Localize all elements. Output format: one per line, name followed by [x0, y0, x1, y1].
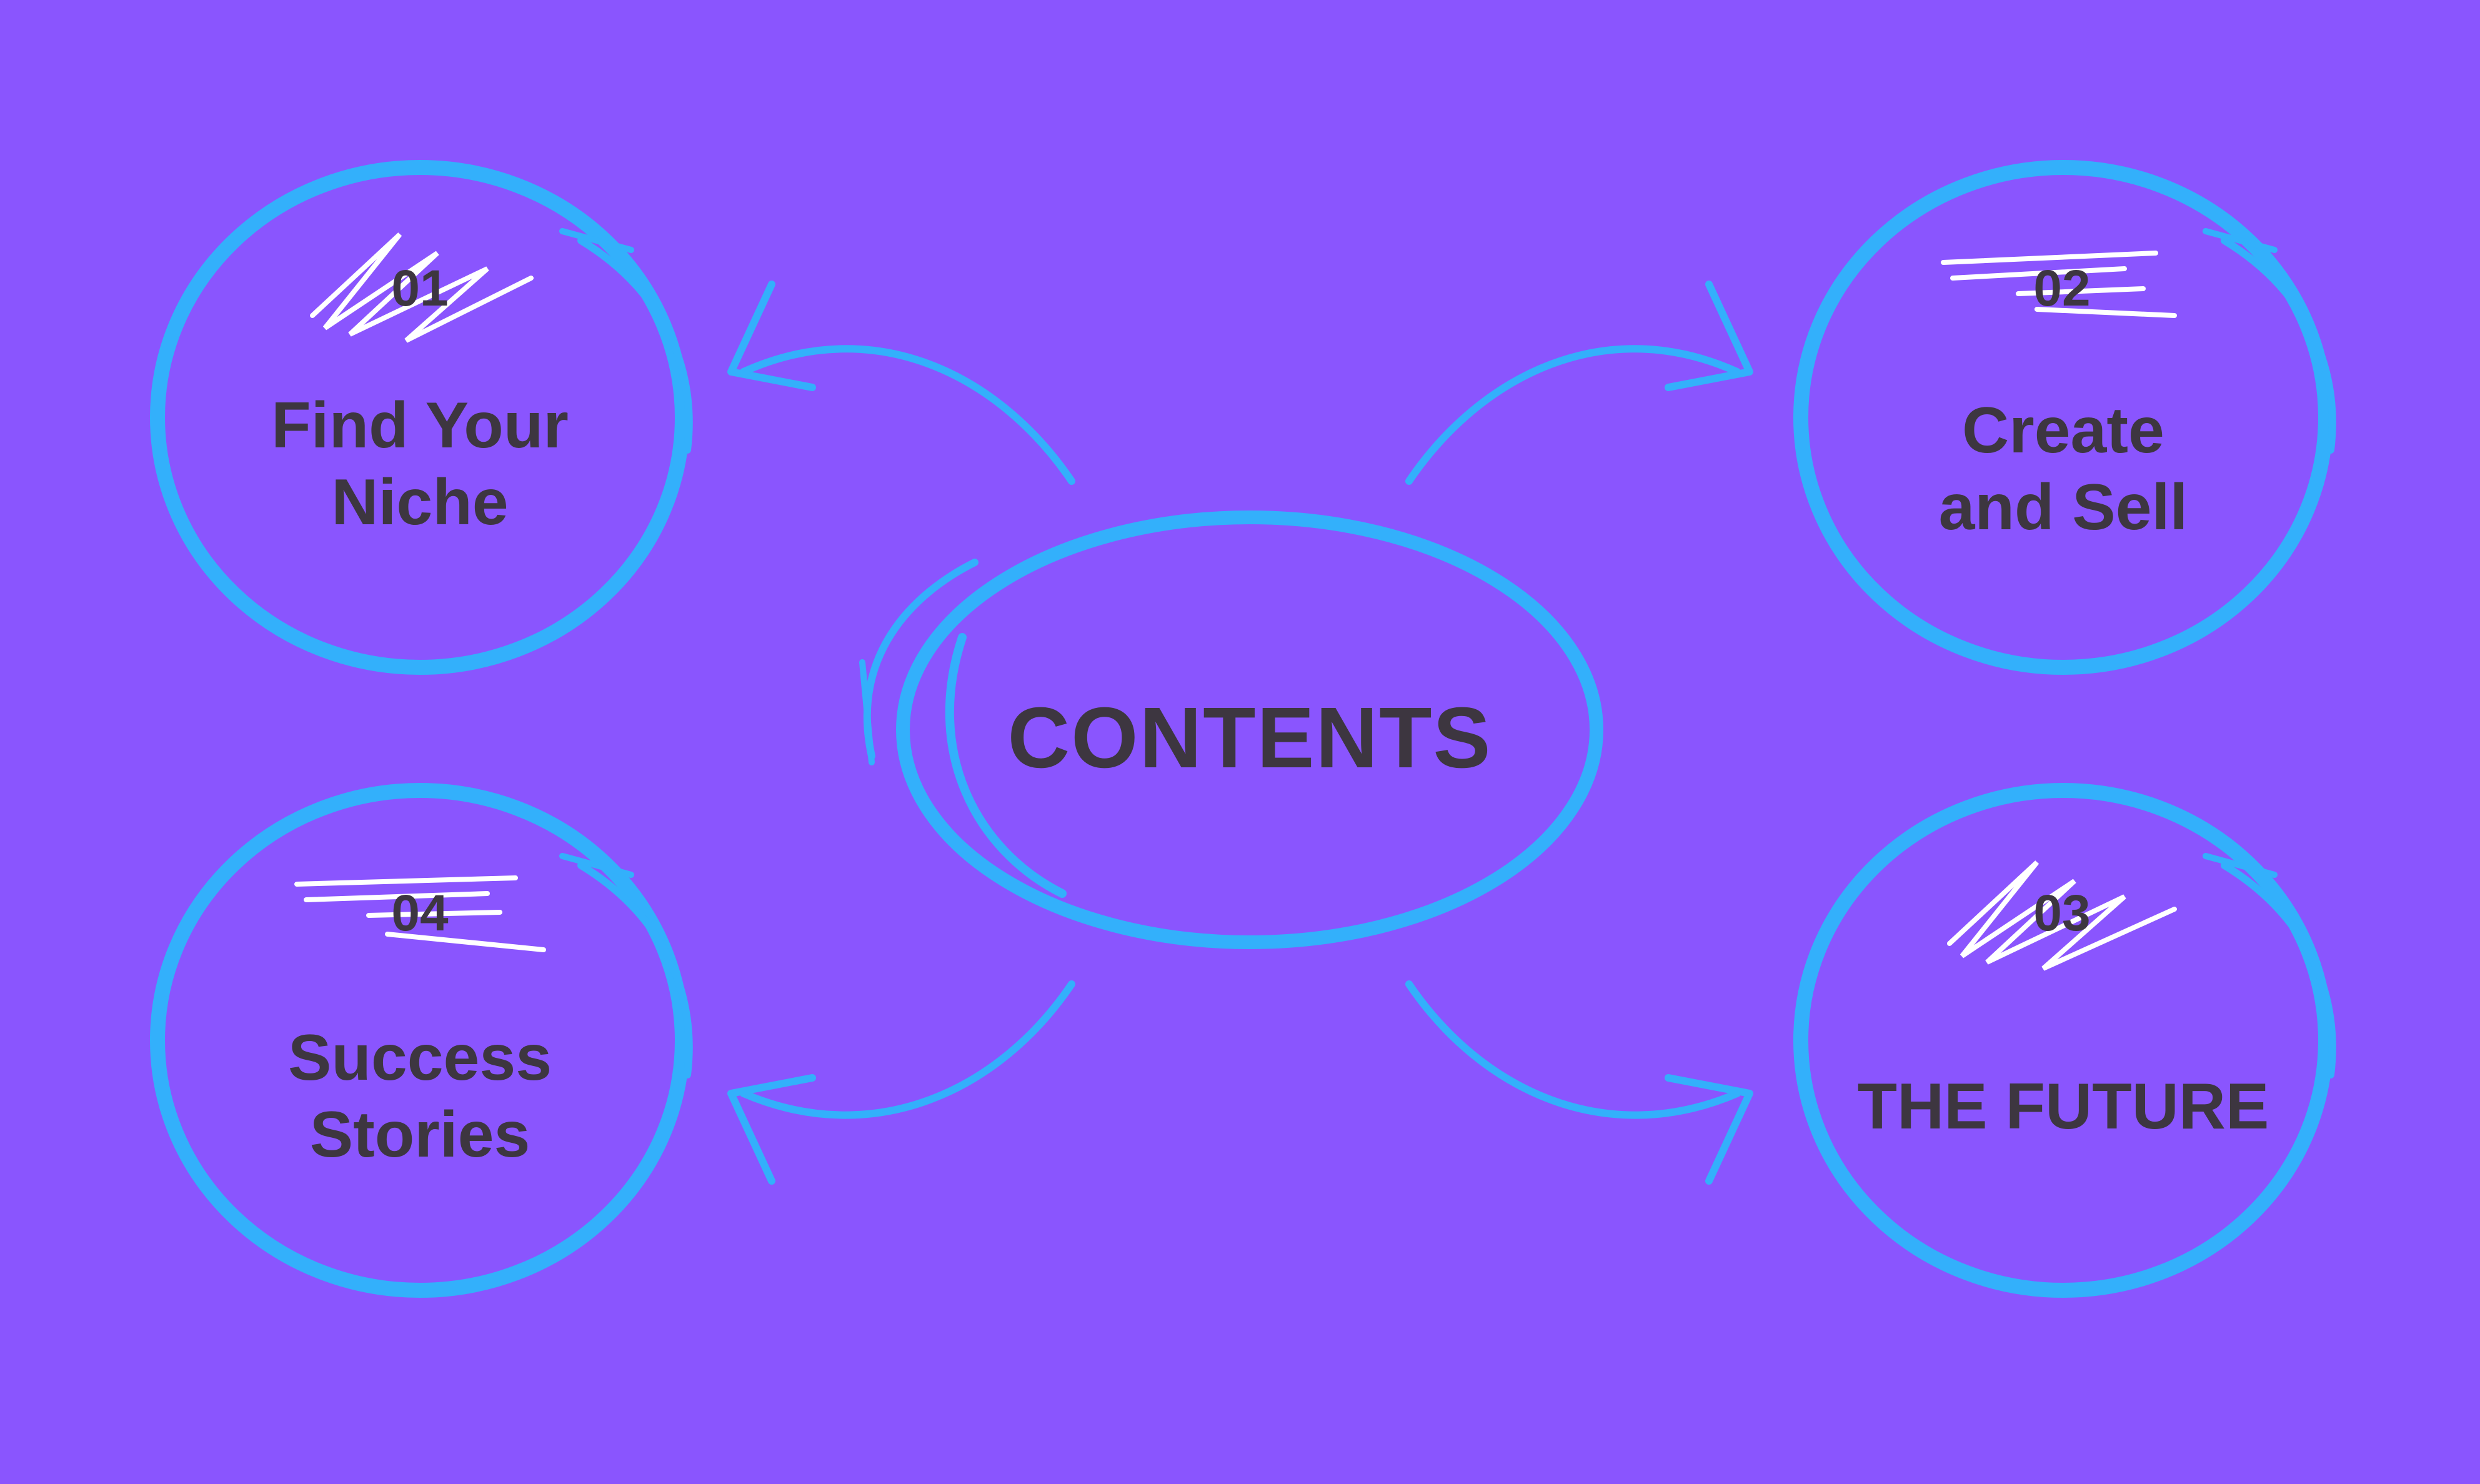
curved-arrow-icon: [727, 281, 1075, 485]
node-title-04-line2: Stories: [309, 1098, 530, 1171]
node-circle-02: [1793, 160, 2336, 675]
scribble-icon: [1947, 860, 2177, 971]
node-circle-04: [150, 783, 693, 1298]
scribble-icon: [1941, 251, 2177, 318]
diagram-title: CONTENTS: [1007, 690, 1492, 786]
node-number-03: 03: [2033, 885, 2091, 942]
curved-arrow-icon: [1405, 281, 1753, 485]
node-title-02: Create and Sell: [1876, 392, 2251, 545]
node-title-02-line1: Create: [1962, 394, 2164, 467]
curved-arrow-icon: [727, 980, 1075, 1185]
node-title-01-line2: Niche: [331, 466, 509, 539]
scribble-icon: [294, 875, 546, 952]
center-ellipse: [859, 510, 1603, 949]
curved-arrow-icon: [1405, 980, 1753, 1185]
node-title-04: Success Stories: [232, 1020, 607, 1173]
node-title-02-line2: and Sell: [1938, 471, 2188, 544]
node-circle-01: [150, 160, 693, 675]
node-title-01-line1: Find Your: [271, 389, 569, 462]
node-title-01: Find Your Niche: [232, 387, 607, 540]
node-circle-03: [1793, 783, 2336, 1298]
node-number-01: 01: [391, 260, 449, 317]
node-title-04-line1: Success: [287, 1022, 552, 1094]
node-title-03: THE FUTURE: [1813, 1068, 2313, 1145]
scribble-icon: [310, 232, 534, 343]
node-number-04: 04: [391, 885, 449, 942]
node-number-02: 02: [2033, 260, 2091, 317]
node-title-03-line1: THE FUTURE: [1857, 1070, 2269, 1143]
